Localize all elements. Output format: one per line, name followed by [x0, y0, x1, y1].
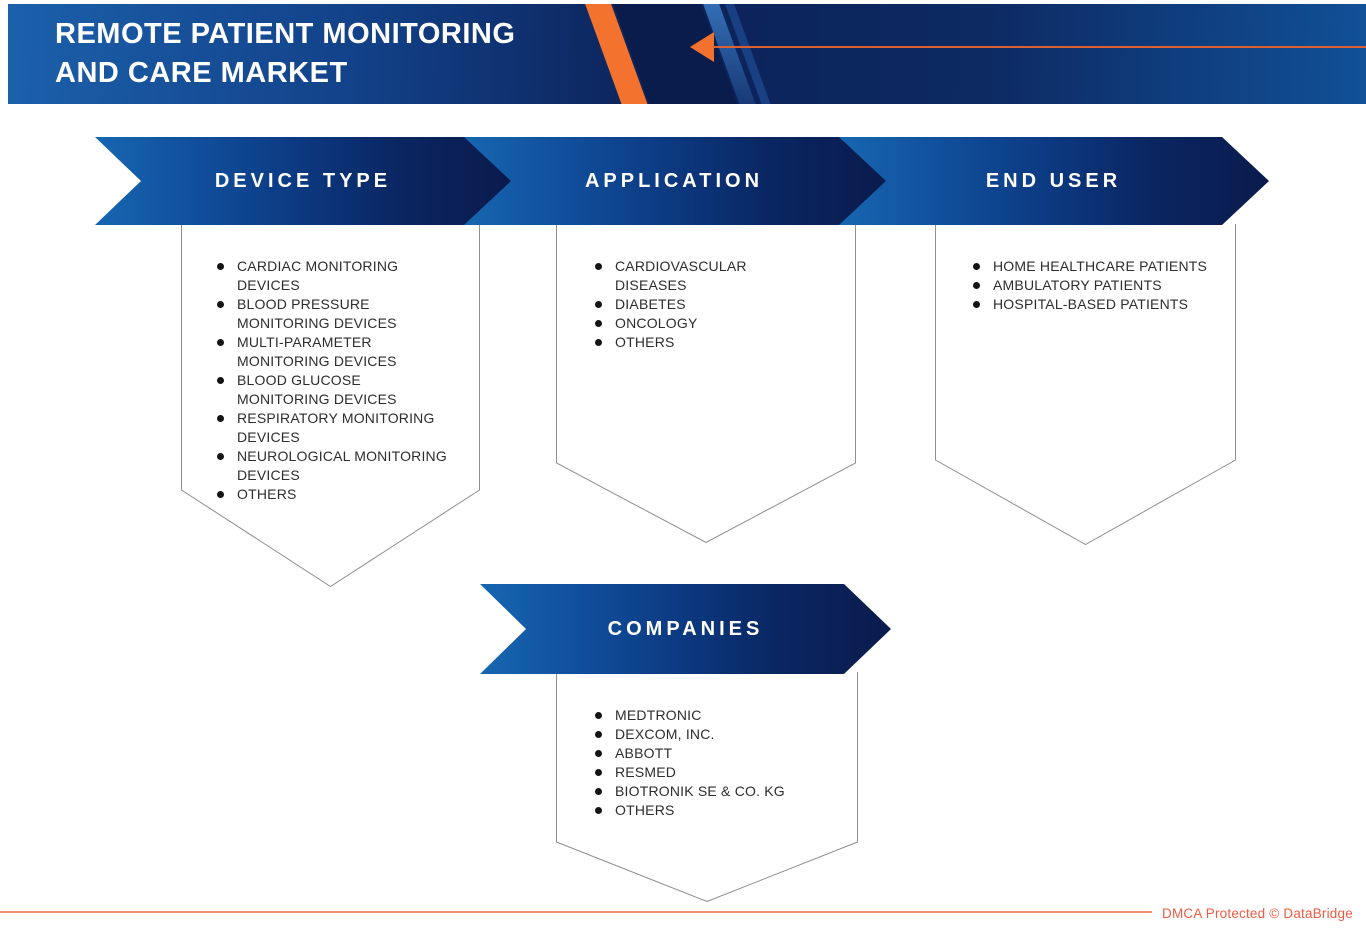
footer-divider	[0, 911, 1152, 913]
list-item: ABBOTT	[595, 744, 853, 763]
segment-title: DEVICE TYPE	[214, 169, 392, 192]
companies-list: MEDTRONIC DEXCOM, INC. ABBOTT RESMED BIOTRON…	[595, 706, 853, 820]
bullet-icon	[595, 339, 602, 346]
list-item: BLOOD GLUCOSE MONITORING DEVICES	[217, 371, 465, 409]
list-item: DIABETES	[595, 295, 795, 314]
list-item-label: CARDIAC MONITORING DEVICES	[237, 258, 399, 293]
bullet-icon	[217, 301, 224, 308]
segment-title: END USER	[985, 169, 1122, 192]
bullet-icon	[973, 301, 980, 308]
list-item-label: HOSPITAL-BASED PATIENTS	[993, 296, 1189, 312]
end-user-list: HOME HEALTHCARE PATIENTS AMBULATORY PATIE…	[973, 257, 1231, 314]
header-banner: REMOTE PATIENT MONITORING AND CARE MARKE…	[8, 4, 1366, 104]
bullet-icon	[217, 339, 224, 346]
list-item-label: RESMED	[615, 764, 677, 780]
bullet-icon	[595, 769, 602, 776]
list-item: HOSPITAL-BASED PATIENTS	[973, 295, 1231, 314]
page-title-line1: REMOTE PATIENT MONITORING	[55, 18, 516, 50]
ribbon-banner-device-type: DEVICE TYPE	[95, 137, 511, 225]
list-item: CARDIAC MONITORING DEVICES	[217, 257, 465, 295]
list-item: RESMED	[595, 763, 853, 782]
list-item-label: CARDIOVASCULAR DISEASES	[615, 258, 747, 293]
list-item-label: OTHERS	[237, 486, 297, 502]
list-item-label: DEXCOM, INC.	[615, 726, 715, 742]
bullet-icon	[595, 301, 602, 308]
list-item-label: HOME HEALTHCARE PATIENTS	[993, 258, 1208, 274]
list-item-label: MEDTRONIC	[615, 707, 702, 723]
pennant-box-device-type	[181, 224, 480, 588]
list-item: DEXCOM, INC.	[595, 725, 853, 744]
bullet-icon	[217, 263, 224, 270]
pennant-box-companies	[556, 672, 858, 902]
dmca-protected-link[interactable]: DMCA Protected © DataBridge	[1162, 906, 1353, 921]
bullet-icon	[217, 453, 224, 460]
bullet-icon	[217, 415, 224, 422]
list-item: ONCOLOGY	[595, 314, 795, 333]
bullet-icon	[595, 807, 602, 814]
list-item-label: OTHERS	[615, 334, 675, 350]
list-item: BIOTRONIK SE & CO. KG	[595, 782, 853, 801]
bullet-icon	[973, 263, 980, 270]
list-item: NEUROLOGICAL MONITORING DEVICES	[217, 447, 465, 485]
bullet-icon	[217, 377, 224, 384]
bullet-icon	[595, 263, 602, 270]
list-item-label: BLOOD GLUCOSE MONITORING DEVICES	[237, 372, 397, 407]
list-item: CARDIOVASCULAR DISEASES	[595, 257, 795, 295]
application-list: CARDIOVASCULAR DISEASES DIABETES ONCOLOGY O…	[595, 257, 795, 352]
list-item-label: RESPIRATORY MONITORING DEVICES	[237, 410, 435, 445]
list-item-label: MULTI-PARAMETER MONITORING DEVICES	[237, 334, 397, 369]
list-item-label: BIOTRONIK SE & CO. KG	[615, 783, 785, 799]
arrow-line	[713, 46, 1366, 48]
list-item: HOME HEALTHCARE PATIENTS	[973, 257, 1231, 276]
list-item-label: BLOOD PRESSURE MONITORING DEVICES	[237, 296, 397, 331]
page-title: REMOTE PATIENT MONITORING AND CARE MARKE…	[55, 15, 515, 93]
bullet-icon	[595, 320, 602, 327]
list-item: BLOOD PRESSURE MONITORING DEVICES	[217, 295, 465, 333]
ribbon-banner-end-user: END USER	[838, 137, 1269, 225]
list-item-label: DIABETES	[615, 296, 686, 312]
bullet-icon	[595, 788, 602, 795]
list-item-label: AMBULATORY PATIENTS	[993, 277, 1162, 293]
bullet-icon	[595, 731, 602, 738]
segment-title: COMPANIES	[607, 617, 764, 640]
list-item: OTHERS	[595, 801, 853, 820]
ribbon-banner-companies: COMPANIES	[480, 584, 891, 674]
list-item: RESPIRATORY MONITORING DEVICES	[217, 409, 465, 447]
bullet-icon	[595, 750, 602, 757]
pennant-box-application	[556, 224, 856, 543]
ribbon-banner-application: APPLICATION	[462, 137, 886, 225]
left-arrow-icon	[690, 32, 714, 62]
list-item: MULTI-PARAMETER MONITORING DEVICES	[217, 333, 465, 371]
list-item: OTHERS	[595, 333, 795, 352]
pennant-box-end-user	[935, 224, 1236, 545]
list-item: MEDTRONIC	[595, 706, 853, 725]
list-item-label: ABBOTT	[615, 745, 673, 761]
bullet-icon	[217, 491, 224, 498]
bullet-icon	[595, 712, 602, 719]
segment-title: APPLICATION	[584, 169, 764, 192]
page-title-line2: AND CARE MARKET	[55, 57, 348, 89]
list-item-label: NEUROLOGICAL MONITORING DEVICES	[237, 448, 447, 483]
bullet-icon	[973, 282, 980, 289]
list-item-label: ONCOLOGY	[615, 315, 698, 331]
list-item: OTHERS	[217, 485, 465, 504]
list-item: AMBULATORY PATIENTS	[973, 276, 1231, 295]
list-item-label: OTHERS	[615, 802, 675, 818]
